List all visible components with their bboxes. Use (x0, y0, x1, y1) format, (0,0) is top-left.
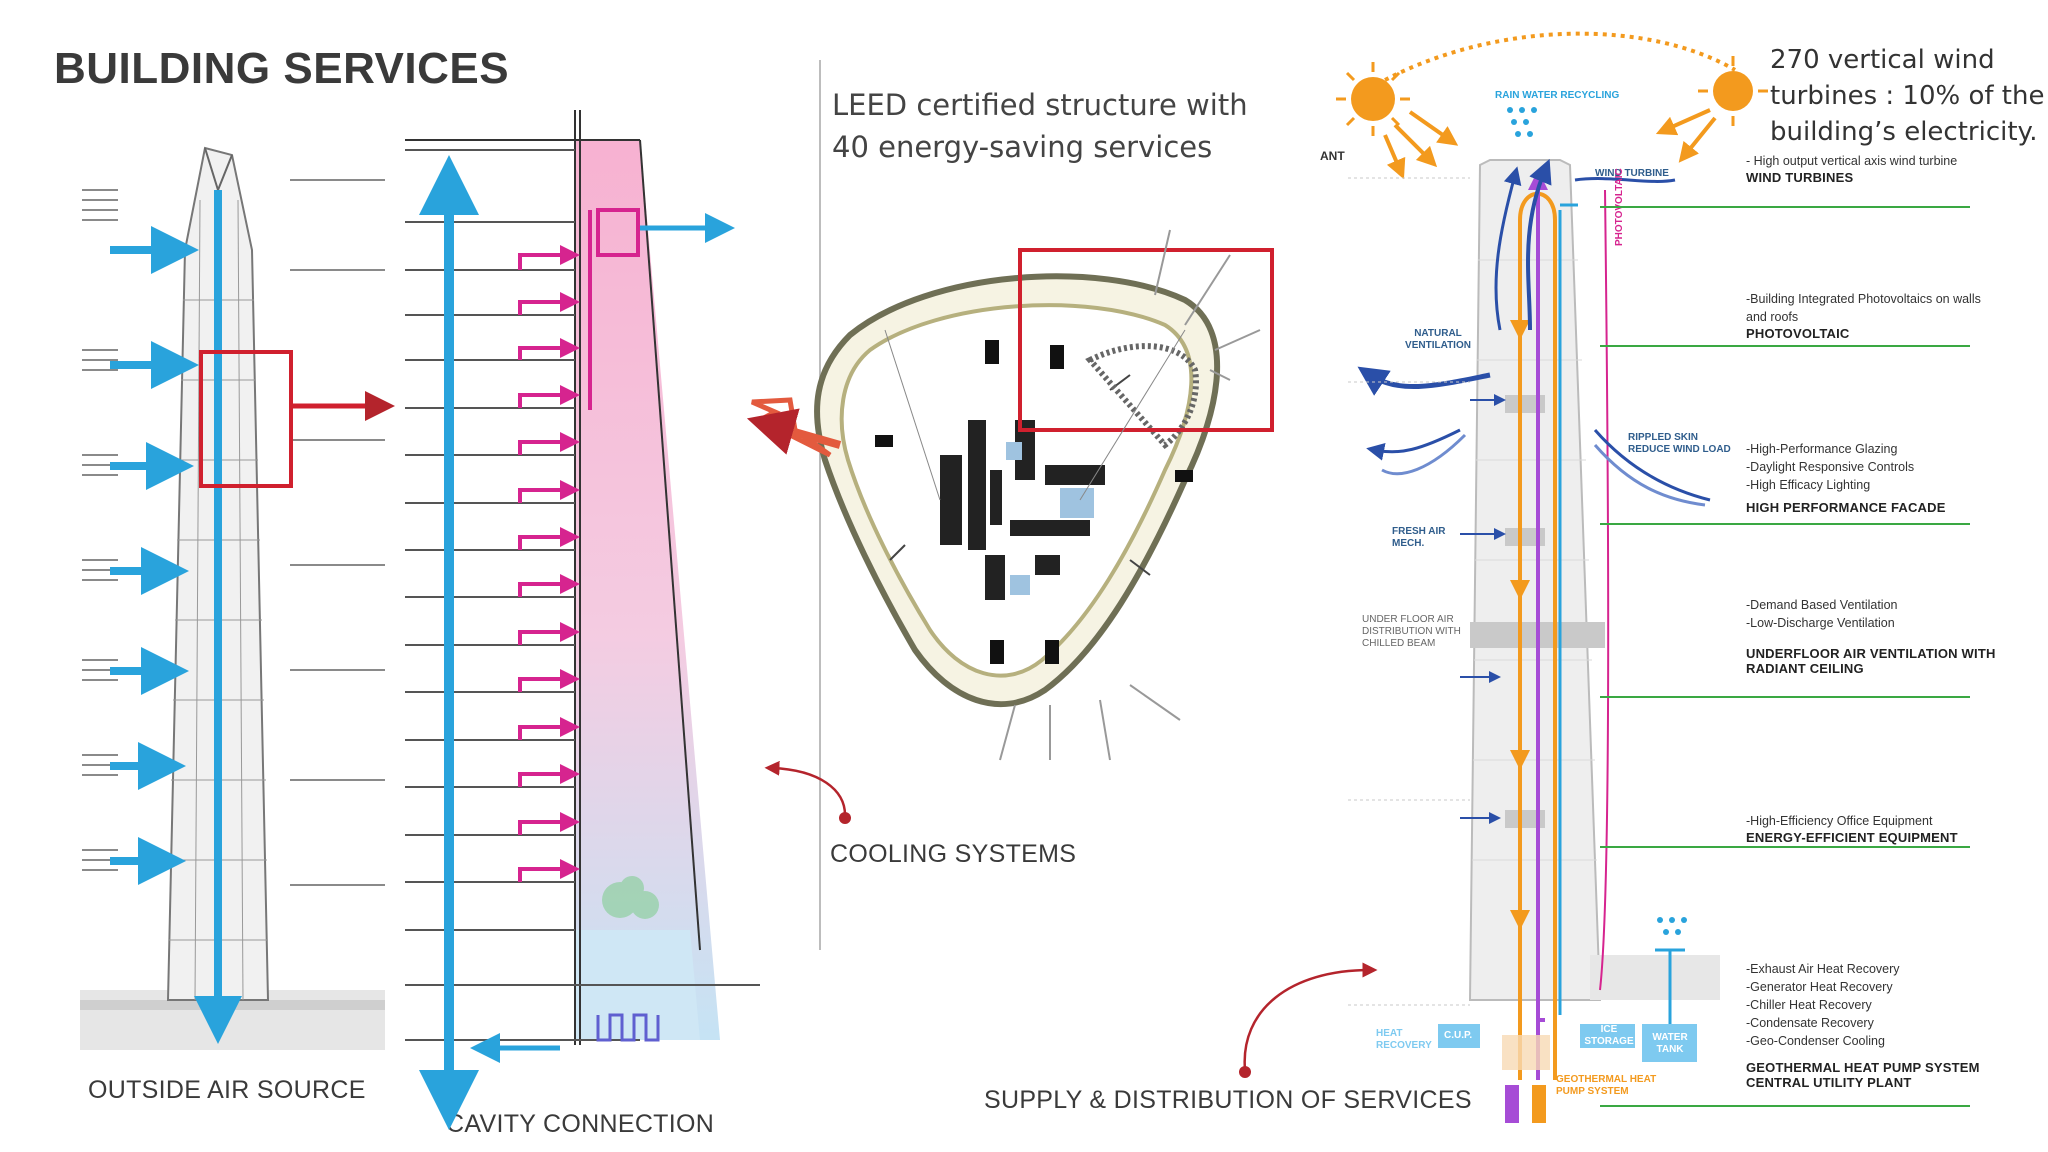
green-rule (1600, 523, 1970, 525)
label-cup: C.U.P. (1444, 1030, 1473, 1041)
service-equipment: -High-Efficiency Office Equipment ENERGY… (1746, 812, 1996, 845)
service-underfloor: -Demand Based Ventilation -Low-Discharge… (1746, 596, 1996, 676)
green-rule (1600, 846, 1970, 848)
caption-cavity: CAVITY CONNECTION (446, 1110, 715, 1138)
sustainability-section (1336, 31, 1768, 1123)
service-heading: WIND TURBINES (1746, 170, 1854, 185)
wind-turbine-note: 270 vertical wind turbines : 10% of the … (1770, 42, 2044, 150)
label-rain-water: RAIN WATER RECYCLING (1495, 90, 1620, 101)
service-facade: -High-Performance Glazing -Daylight Resp… (1746, 440, 1996, 515)
caption-supply: SUPPLY & DISTRIBUTION OF SERVICES (984, 1086, 1472, 1114)
label-natural-ventilation: NATURAL VENTILATION (1405, 328, 1471, 351)
label-ant: ANT (1320, 149, 1345, 163)
label-geothermal: GEOTHERMAL HEAT PUMP SYSTEM (1556, 1074, 1657, 1097)
caption-cooling: COOLING SYSTEMS (830, 840, 1077, 868)
sun-left-icon (1351, 77, 1395, 121)
cavity-section (405, 60, 821, 1130)
wind-note-line1: 270 vertical wind (1770, 45, 1995, 75)
service-heading: GEOTHERMAL HEAT PUMP SYSTEM CENTRAL UTIL… (1746, 1060, 1980, 1090)
green-rule (1600, 1105, 1970, 1107)
service-detail: -Demand Based Ventilation -Low-Discharge… (1746, 598, 1898, 630)
label-underfloor: UNDER FLOOR AIR DISTRIBUTION WITH CHILLE… (1362, 614, 1461, 649)
service-wind-turbines: - High output vertical axis wind turbine… (1746, 152, 1996, 185)
service-cup: -Exhaust Air Heat Recovery -Generator He… (1746, 960, 1996, 1090)
service-heading: ENERGY-EFFICIENT EQUIPMENT (1746, 830, 1958, 845)
service-photovoltaic: -Building Integrated Photovoltaics on wa… (1746, 290, 1996, 341)
green-rule (1600, 345, 1970, 347)
tower-elevation (80, 146, 395, 1050)
service-detail: -High-Performance Glazing -Daylight Resp… (1746, 442, 1915, 492)
label-water-tank: WATER TANK (1652, 1032, 1688, 1055)
service-detail: - High output vertical axis wind turbine (1746, 154, 1958, 168)
label-fresh-air: FRESH AIR MECH. (1392, 526, 1446, 549)
page-title: BUILDING SERVICES (54, 44, 510, 93)
caption-outside-air: OUTSIDE AIR SOURCE (88, 1076, 366, 1104)
leed-note-line2: 40 energy-saving services (832, 130, 1213, 164)
wind-note-line2: turbines : 10% of the (1770, 81, 2045, 111)
service-detail: -High-Efficiency Office Equipment (1746, 814, 1933, 828)
green-rule (1600, 206, 1970, 208)
leed-note-line1: LEED certified structure with (832, 88, 1248, 122)
label-ice-storage: ICE STORAGE (1584, 1024, 1634, 1047)
label-rippled-skin: RIPPLED SKIN REDUCE WIND LOAD (1628, 432, 1731, 455)
label-heat-recovery: HEAT RECOVERY (1376, 1028, 1432, 1051)
service-detail: -Exhaust Air Heat Recovery -Generator He… (1746, 962, 1900, 1048)
green-rule (1600, 696, 1970, 698)
label-wind-turbine: WIND TURBINE (1595, 168, 1669, 179)
leed-note: LEED certified structure with 40 energy-… (832, 84, 1248, 168)
service-detail: -Building Integrated Photovoltaics on wa… (1746, 292, 1981, 324)
sun-right-icon (1713, 71, 1753, 111)
service-heading: PHOTOVOLTAIC (1746, 326, 1850, 341)
service-heading: UNDERFLOOR AIR VENTILATION WITH RADIANT … (1746, 646, 1996, 676)
service-heading: HIGH PERFORMANCE FACADE (1746, 500, 1946, 515)
wind-note-line3: building’s electricity. (1770, 117, 2038, 147)
floor-plan (746, 229, 1274, 761)
